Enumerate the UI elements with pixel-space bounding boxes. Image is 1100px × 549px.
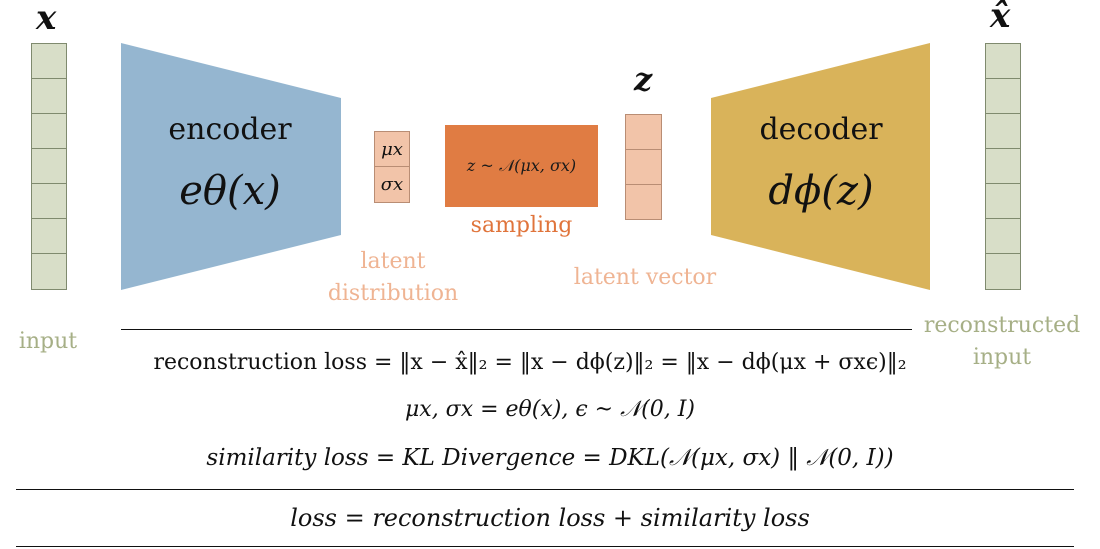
- input-label: input: [18, 329, 78, 354]
- divider-middle: [16, 489, 1074, 490]
- divider-top: [121, 329, 912, 330]
- latent-vector-label: latent vector: [573, 265, 717, 290]
- mu-label: μx: [375, 132, 409, 167]
- output-symbol: x̂: [990, 0, 1011, 36]
- sigma-label: σx: [380, 174, 404, 195]
- similarity-loss-equation: similarity loss = KL Divergence = DKL(𝒩(…: [206, 445, 894, 471]
- divider-bottom: [16, 546, 1074, 547]
- input-symbol: x: [36, 0, 57, 38]
- encoder-function: eθ(x): [179, 168, 281, 214]
- latent-distribution-box: μx σx: [374, 131, 410, 203]
- sampling-box: z ~ 𝒩(μx, σx): [445, 125, 598, 207]
- decoder-function: dϕ(z): [768, 168, 874, 214]
- encoder-label: encoder: [168, 112, 292, 147]
- latent-params-equation: μx, σx = eθ(x), ϵ ~ 𝒩(0, I): [404, 397, 696, 422]
- latent-vector: [625, 114, 662, 220]
- output-vector: [985, 43, 1021, 290]
- input-vector: [31, 43, 67, 290]
- latent-symbol: z: [634, 60, 653, 98]
- reconstruction-loss-equation: reconstruction loss = ‖x − x̂‖₂ = ‖x − d…: [153, 350, 907, 375]
- total-loss-equation: loss = reconstruction loss + similarity …: [290, 504, 810, 532]
- reconstructed-input-label: reconstructed input: [923, 313, 1081, 370]
- latent-distribution-label: latent distribution: [327, 249, 459, 306]
- decoder-label: decoder: [759, 112, 883, 147]
- sampling-label: sampling: [470, 213, 573, 238]
